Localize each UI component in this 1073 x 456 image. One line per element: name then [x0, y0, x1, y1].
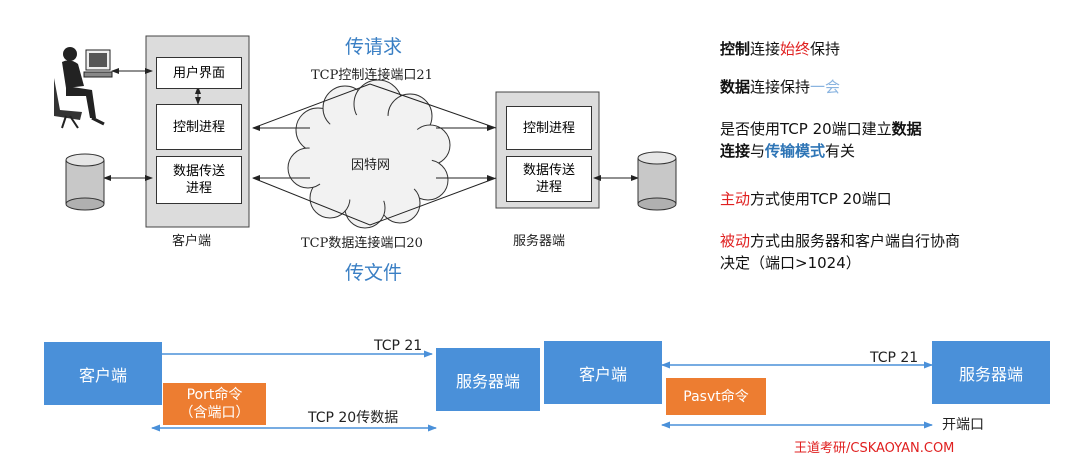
mode-arrows [151, 350, 933, 432]
connection-lines [252, 83, 497, 226]
data-port-label: TCP数据连接端口20 [301, 236, 423, 251]
client-ui-label: 用户界面 [172, 65, 225, 81]
active-server-box: 服务器端 [436, 348, 540, 411]
control-port-label: TCP控制连接端口21 [311, 68, 433, 83]
server-data-label-2: 进程 [535, 180, 562, 195]
client-data-label-2: 进程 [185, 181, 212, 196]
server-data-box: 数据传送 进程 [506, 156, 592, 202]
note-control-always: 控制连接始终保持 [720, 40, 841, 58]
server-caption: 服务器端 [513, 234, 566, 249]
server-control-box: 控制进程 [506, 106, 592, 150]
server-control-label: 控制进程 [522, 120, 575, 136]
port-command-line2: （含端口） [179, 405, 250, 421]
passive-tcp21-label: TCP 21 [870, 350, 919, 366]
active-tcp21-label: TCP 21 [374, 338, 423, 354]
client-data-box: 数据传送 进程 [156, 156, 242, 204]
open-port-label: 开端口 [942, 417, 984, 433]
internet-label: 因特网 [351, 158, 391, 173]
client-ui-box: 用户界面 [156, 57, 242, 89]
port-command-line1: Port命令 [186, 387, 243, 403]
request-label: 传请求 [345, 36, 403, 58]
note-data-short: 数据连接保持一会 [720, 78, 841, 96]
active-tcp20-label: TCP 20传数据 [308, 410, 399, 426]
client-control-label: 控制进程 [172, 119, 225, 135]
user-computer-icon [54, 47, 113, 129]
note-mode-depends: 是否使用TCP 20端口建立数据 连接与传输模式有关 [720, 120, 922, 160]
client-caption: 客户端 [172, 234, 212, 249]
note-active-mode: 主动方式使用TCP 20端口 [720, 190, 892, 208]
server-data-label-1: 数据传送 [522, 163, 575, 178]
server-disk-icon [637, 151, 677, 211]
note-passive-mode: 被动方式由服务器和客户端自行协商 决定（端口>1024） [720, 232, 961, 272]
port-command-box: Port命令 （含端口） [163, 383, 266, 425]
client-disk-icon [65, 153, 105, 211]
passive-server-box: 服务器端 [932, 341, 1050, 404]
passive-client-box: 客户端 [544, 341, 662, 404]
pasv-command-box: Pasvt命令 [666, 378, 766, 415]
active-client-box: 客户端 [44, 342, 162, 405]
client-control-box: 控制进程 [156, 104, 242, 150]
file-label: 传文件 [345, 262, 403, 284]
internet-cloud [287, 79, 451, 229]
client-data-label-1: 数据传送 [172, 164, 225, 179]
